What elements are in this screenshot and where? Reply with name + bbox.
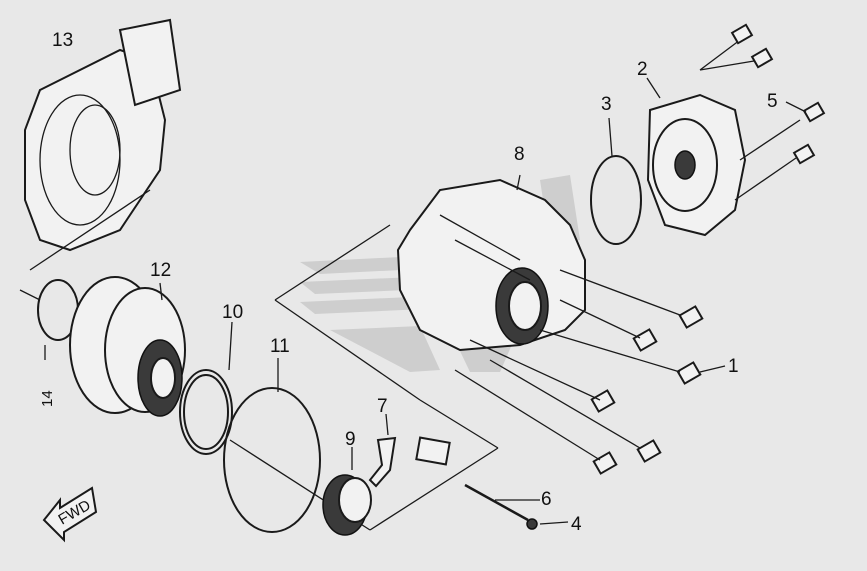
callout-8: 8	[514, 144, 525, 165]
callout-12: 12	[150, 260, 171, 281]
callout-9: 9	[345, 429, 356, 450]
callout-13: 13	[52, 30, 73, 51]
part-bracket	[415, 436, 451, 466]
part-7-clip	[368, 413, 397, 488]
callout-1: 1	[728, 356, 739, 377]
callout-3: 3	[601, 94, 612, 115]
callout-10: 10	[222, 302, 243, 323]
callout-4: 4	[571, 514, 582, 535]
part-6-pin	[464, 483, 540, 522]
part-3-o-ring	[590, 117, 642, 245]
callout-7: 7	[377, 396, 388, 417]
part-1-bolts	[454, 269, 726, 475]
part-10-o-ring	[179, 321, 233, 455]
part-5-bolts	[730, 23, 826, 201]
part-2-cover	[646, 39, 761, 237]
callout-14: 14	[39, 390, 56, 407]
callout-2: 2	[637, 59, 648, 80]
callout-5: 5	[767, 91, 778, 112]
fwd-direction-arrow: FWD	[42, 486, 98, 543]
part-9-bearing	[322, 447, 372, 536]
callout-6: 6	[541, 489, 552, 510]
part-4-nut	[526, 518, 569, 530]
part-13-housing	[19, 18, 182, 301]
part-11-large-ring	[223, 358, 321, 533]
part-8-main-case	[396, 174, 586, 352]
callout-11: 11	[270, 336, 290, 357]
part-12-gear-assembly	[69, 276, 186, 417]
